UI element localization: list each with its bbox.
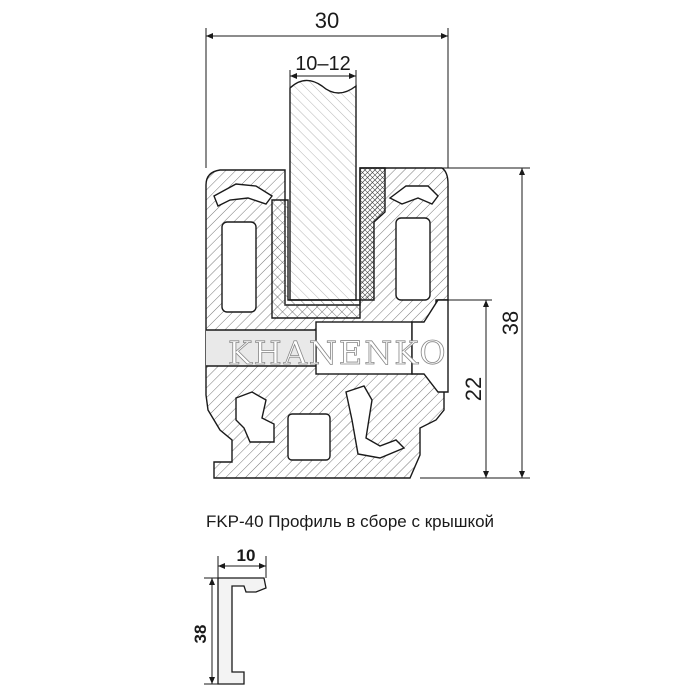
dim-label-height-total: 38 — [498, 311, 523, 335]
screw-head — [411, 299, 449, 393]
cover-profile — [217, 577, 267, 685]
dim-label-overall-width: 30 — [315, 8, 339, 33]
cover-dim-label-width: 10 — [237, 546, 256, 565]
figure-caption: FKP-40 Профиль в сборе с крышкой — [205, 512, 495, 531]
profile-section — [205, 167, 449, 479]
profile-chamber-left — [221, 221, 257, 313]
profile-chamber-right — [395, 217, 431, 301]
cover-dimensions — [204, 556, 267, 685]
cover-dim-label-height: 38 — [191, 625, 210, 644]
profile-foot-right — [345, 385, 406, 459]
profile-foot — [235, 391, 275, 443]
screw — [315, 321, 413, 375]
glass-pane — [289, 79, 357, 301]
glass-channel — [271, 199, 361, 319]
dim-label-glass: 10–12 — [295, 53, 351, 75]
watermark-logo: KHANENKO — [228, 334, 448, 372]
profile-lip-right — [388, 185, 439, 205]
profile-chamber-lower — [287, 413, 331, 461]
dim-label-height-lower: 22 — [461, 377, 486, 401]
dimensions-group — [205, 28, 530, 479]
profile-lip-left — [213, 183, 274, 207]
